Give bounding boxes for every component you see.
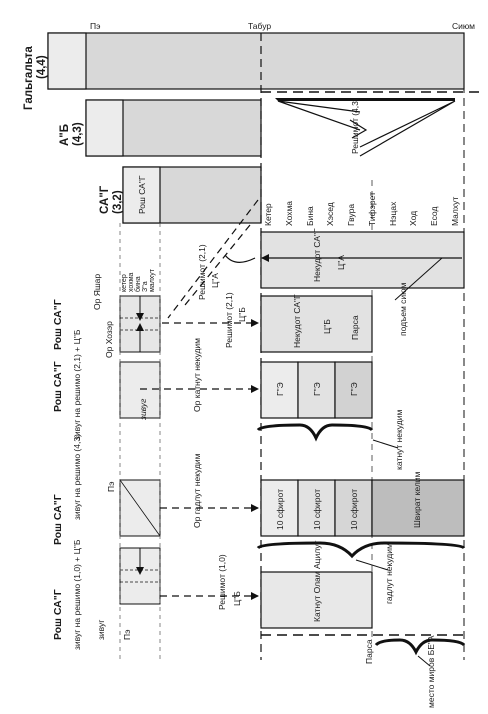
nekudot-sag-mid-label: Некудот СА"Г [292,294,302,348]
galgalta-name: Гальгальта [23,46,35,110]
sfira-label: Гвура [346,204,356,226]
sfira-label: Хохма [284,201,294,226]
sfira-label: Ход [408,211,418,226]
parsa-mid-label: Парса [350,315,360,340]
sfira-label: Есод [429,207,439,226]
sfira-label: Нэцах [388,201,398,226]
ge-boxes: Г"Э Г"Э Г"Э [260,361,373,419]
ab-level: (4,3) [72,122,84,146]
ab-partzuf [85,99,262,157]
sag-level: (3,2) [112,190,124,214]
bea-brace [374,638,466,656]
ab-name: А"Б [59,124,71,146]
small-sfira: З"а [142,281,149,292]
ge-label: Г"Э [349,382,359,396]
bea-pointer [417,655,431,667]
shvirat-kelim-box [371,479,465,537]
tzadi-bet-label: Ц"Б [322,319,332,334]
sfira-label: Малхут [450,197,460,226]
ten-sfirot-label: 10 сфирот [275,489,285,530]
gadlut-nekudim-label: гадлут некудим [384,543,394,604]
nekudot-sag-upper-box [260,231,465,289]
zivug-label: зивуг [138,399,148,421]
ten-sfirot-label: 10 сфирот [349,489,359,530]
tzadi-bet-left-label: Ц"Б [237,307,247,322]
pe-mid-label: Пэ [106,482,116,492]
sfira-label: Тифэрет [367,192,377,226]
katnut-olam-box [260,571,373,629]
pe-top-label: Пэ [90,21,100,31]
shvirat-kelim-label: Швират келим [412,471,422,528]
small-sfira: малхут [149,268,156,292]
ge-label: Г"Э [275,382,285,396]
reshimot-21-lower-label: Решимот (2,1) [224,292,234,348]
small-sfira: кетер [121,274,128,292]
rosh-sag-col1-title: Рош СА"Г [52,299,64,350]
gadlut-pointer [355,559,389,571]
tzadi-alef-label: Ц"А [336,255,346,270]
or-yashar-label: Ор Яшар [92,274,102,310]
parsa-bottom-label: Парса [364,639,374,664]
sfirot-list: Кетер Хохма Бина Хэсед Гвура Тифэрет Нэц… [263,192,460,226]
zivug-10-label: зивуг на решимо (1,0) + Ц"Б [72,539,82,650]
mesto-mirov-label: место миров БЕ"А [426,635,436,708]
sfira-label: Кетер [263,203,273,226]
rosh-sag-box-label: Рош СА"Г [137,175,147,214]
rosh-sag-col2-box [119,361,161,419]
rosh-sag-col2-title: Рош СА"Г [52,361,64,412]
sium-label: Сиюм [452,21,475,31]
gadlut-brace [256,541,466,559]
diag-dashed-1 [184,224,251,306]
ge-label: Г"Э [312,382,322,396]
ten-sfirot-label: 10 сфирот [312,489,322,530]
small-sfira: бина [134,276,142,292]
curved-arrow-upper [224,254,256,263]
tzadi-bet-bottom-label: Ц"Б [232,591,242,606]
zivug-bottom-label: зивуг [96,620,106,640]
siyum-rise-pointer [394,257,443,301]
or-hozer-label: Ор Хозэр [104,321,114,358]
reshimot-21-upper-label: Решимот (2,1) [197,244,207,300]
katnut-nekudim-label: катнут некудим [394,410,404,470]
small-sfira: хохма [128,272,135,292]
nekudot-sag-mid-box [260,295,373,353]
sag-partzuf [122,166,262,224]
katnut-pointer [372,439,399,449]
tabur-label: Табур [248,21,271,31]
katnut-brace [256,423,374,442]
dashed-line-to-nekudot-upper [167,199,259,319]
ten-sfirot-boxes: 10 сфирот 10 сфирот 10 сфирот [260,479,373,537]
galgalta-partzuf [47,32,465,90]
sfira-label: Бина [305,206,315,226]
reshimot-43-right-label: Решимот (4,3) [350,98,360,154]
galgalta-level: (4,4) [36,55,48,79]
rosh-sag-col4-title: Рош СА"Г [52,589,64,640]
sag-name: СА"Г [99,185,111,214]
pe-bottom-label: Пэ [122,630,132,640]
zivug-21-label: зивуг на решимо (2,1) + Ц"Б [72,329,82,440]
small-sfirot-list: кетер хохма бина З"а малхут [121,268,156,292]
rosh-sag-col3-title: Рош СА"Г [52,494,64,545]
podyem-siyum-label: подъем сиюм [398,283,408,336]
or-katnut-label: Ор катнут некудим [192,338,202,412]
sfira-label: Хэсед [325,202,335,226]
or-gadlut-label: Ор гадлут некудим [192,453,202,528]
reshimot-43-funnel [275,98,456,157]
katnut-olam-label: Катнут Олам Ацилут [312,541,322,622]
nekudot-sag-upper-label: Некудот СА"Г [312,228,322,282]
reshimot-10-label: Решимот (1,0) [217,554,227,610]
tzadi-alef-left-label: Ц"А [210,273,220,288]
zivug-43-label: зивуг на решимо (4,3) [72,434,82,520]
